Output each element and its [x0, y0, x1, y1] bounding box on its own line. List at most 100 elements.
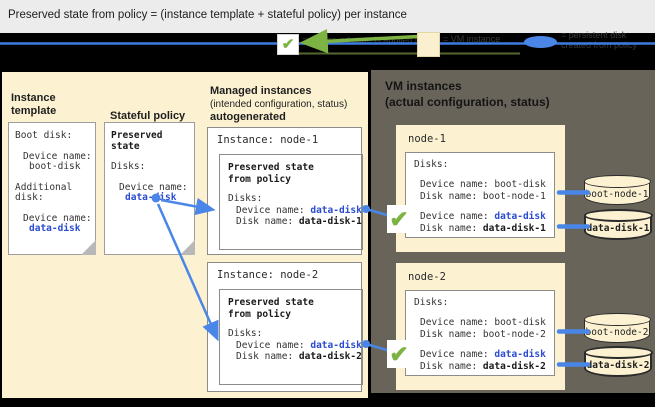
device-value: data-disk	[310, 339, 362, 351]
disk-boot-node-2: boot-node-2	[583, 313, 651, 343]
device-label: Device name:	[420, 211, 495, 222]
device-name-label: Device name:	[23, 150, 92, 162]
device-row: Device name: data-disk	[228, 205, 362, 217]
disk-label: data-disk-2	[586, 360, 650, 371]
preserved-state-title-1: Preserved	[111, 130, 163, 141]
device-label: Device name:	[420, 179, 495, 190]
disk-label: Disk name:	[420, 223, 483, 234]
device-value: data-disk	[310, 204, 362, 216]
preserved-state-box: Preserved state from policy Disks: Devic…	[219, 154, 363, 250]
disk-value: boot-node-2	[482, 329, 546, 340]
device-value: data-disk	[494, 211, 546, 222]
device-label: Device name:	[420, 317, 495, 328]
additional-disk-label-1: Additional	[15, 181, 73, 193]
device-row: Device name: data-disk	[414, 211, 554, 223]
data-disk-value: data-disk	[29, 223, 81, 234]
device-value: boot-disk	[494, 179, 546, 190]
disk-label: data-disk-1	[586, 223, 650, 234]
additional-disk-label-2: disk:	[15, 192, 44, 203]
managed-heading-line1: Managed instances	[210, 85, 312, 97]
data-disk-value: data-disk	[125, 192, 177, 203]
device-name-label: Device name:	[119, 181, 188, 193]
vm-instances-panel: VM instances (actual configuration, stat…	[371, 70, 655, 393]
device-value: data-disk	[494, 349, 546, 360]
instance-title: Instance: node-2	[217, 269, 319, 281]
disk-data-disk-2: data-disk-2	[583, 346, 653, 377]
disk-value: data-disk-1	[298, 216, 362, 227]
inner-title-2: from policy	[228, 308, 291, 320]
preserved-state-title-2: state	[111, 140, 140, 152]
check-glyph: ✔	[389, 341, 409, 367]
disk-label: boot-node-2	[585, 327, 649, 338]
disk-label: Disk name:	[420, 191, 483, 202]
disk-data-disk-1: data-disk-1	[583, 209, 653, 240]
device-row: Device name: boot-disk	[414, 317, 554, 329]
instance-template-card: Boot disk: Device name: boot-disk Additi…	[8, 122, 96, 255]
disk-label: Disk name:	[420, 329, 483, 340]
applied-check-node-1: ✔	[387, 205, 411, 233]
disks-label: Disks:	[414, 297, 449, 308]
vm-panel-heading-line1: VM instances	[385, 79, 462, 93]
legend-vm-box-icon	[417, 32, 440, 57]
device-label: Device name:	[420, 349, 495, 360]
check-glyph: ✔	[389, 206, 409, 232]
stateful-policy-heading: Stateful policy	[110, 110, 186, 122]
vm-disks-box: Disks: Device name: boot-disk Disk name:…	[405, 152, 555, 238]
disks-label: Disks:	[228, 193, 263, 204]
vm-card-node-1: node-1 Disks: Device name: boot-disk Dis…	[396, 125, 565, 252]
applied-check-node-2: ✔	[387, 340, 411, 368]
legend-check-icon: ✔	[277, 34, 299, 55]
device-label: Device name:	[236, 204, 311, 216]
legend-item-disk: = persistent disk created from policy	[561, 30, 638, 50]
disk-boot-node-1: boot-node-1	[583, 175, 651, 205]
instance-title: Instance: node-1	[217, 134, 319, 146]
boot-disk-label: Boot disk:	[15, 130, 73, 141]
vm-title: node-2	[408, 271, 446, 283]
vm-disks-box: Disks: Device name: boot-disk Disk name:…	[405, 290, 555, 376]
disk-row: Disk name: data-disk-1	[414, 223, 554, 235]
managed-instance-node-1: Instance: node-1 Preserved state from po…	[207, 127, 363, 255]
boot-disk-value: boot-disk	[29, 161, 81, 172]
legend-item-applied: = preserved state is applied to a VM	[302, 35, 434, 45]
disk-value: data-disk-2	[298, 351, 362, 362]
disks-label: Disks:	[111, 161, 146, 172]
disks-label: Disks:	[414, 159, 449, 170]
disk-label: Disk name:	[236, 216, 299, 227]
disk-value: data-disk-1	[482, 223, 546, 234]
disk-row: Disk name: data-disk-2	[414, 361, 554, 373]
inner-title-1: Preserved state	[228, 162, 314, 173]
check-glyph: ✔	[281, 36, 295, 53]
device-row: Device name: data-disk	[228, 340, 362, 352]
vm-panel-heading-line2: (actual configuration, status)	[385, 95, 550, 109]
device-value: boot-disk	[494, 317, 546, 328]
vm-card-node-2: node-2 Disks: Device name: boot-disk Dis…	[396, 263, 565, 390]
disk-label: Disk name:	[420, 361, 483, 372]
device-label: Device name:	[236, 339, 311, 351]
disk-value: boot-node-1	[482, 191, 546, 202]
instance-template-heading: Instance template	[11, 92, 57, 117]
disk-label: boot-node-1	[585, 189, 649, 200]
managed-instances-heading: Managed instances (intended configuratio…	[210, 85, 362, 124]
disk-row: Disk name: data-disk-2	[228, 351, 362, 363]
disk-row: Disk name: boot-node-1	[414, 191, 554, 203]
disk-label: Disk name:	[236, 351, 299, 362]
disk-value: data-disk-2	[482, 361, 546, 372]
managed-heading-line3: autogenerated	[210, 111, 286, 123]
disks-label: Disks:	[228, 328, 263, 339]
inner-title-1: Preserved state	[228, 297, 314, 308]
diagram-title: Preserved state from policy = (instance …	[8, 9, 407, 21]
managed-instance-node-2: Instance: node-2 Preserved state from po…	[207, 262, 363, 392]
vm-title: node-1	[408, 133, 446, 145]
stateful-policy-card: Preserved state Disks: Device name: data…	[104, 122, 195, 255]
legend-disk-icon	[524, 36, 557, 48]
managed-heading-line2: (intended configuration, status)	[210, 99, 348, 110]
device-row: Device name: boot-disk	[414, 179, 554, 191]
preserved-state-box: Preserved state from policy Disks: Devic…	[219, 289, 363, 385]
title-bar: Preserved state from policy = (instance …	[0, 0, 655, 33]
device-row: Device name: data-disk	[414, 349, 554, 361]
legend-item-vm: = VM instance	[443, 34, 501, 44]
disk-row: Disk name: data-disk-1	[228, 216, 362, 228]
mig-config-panel: Instance template Boot disk: Device name…	[2, 72, 368, 398]
device-name-label: Device name:	[23, 212, 92, 224]
